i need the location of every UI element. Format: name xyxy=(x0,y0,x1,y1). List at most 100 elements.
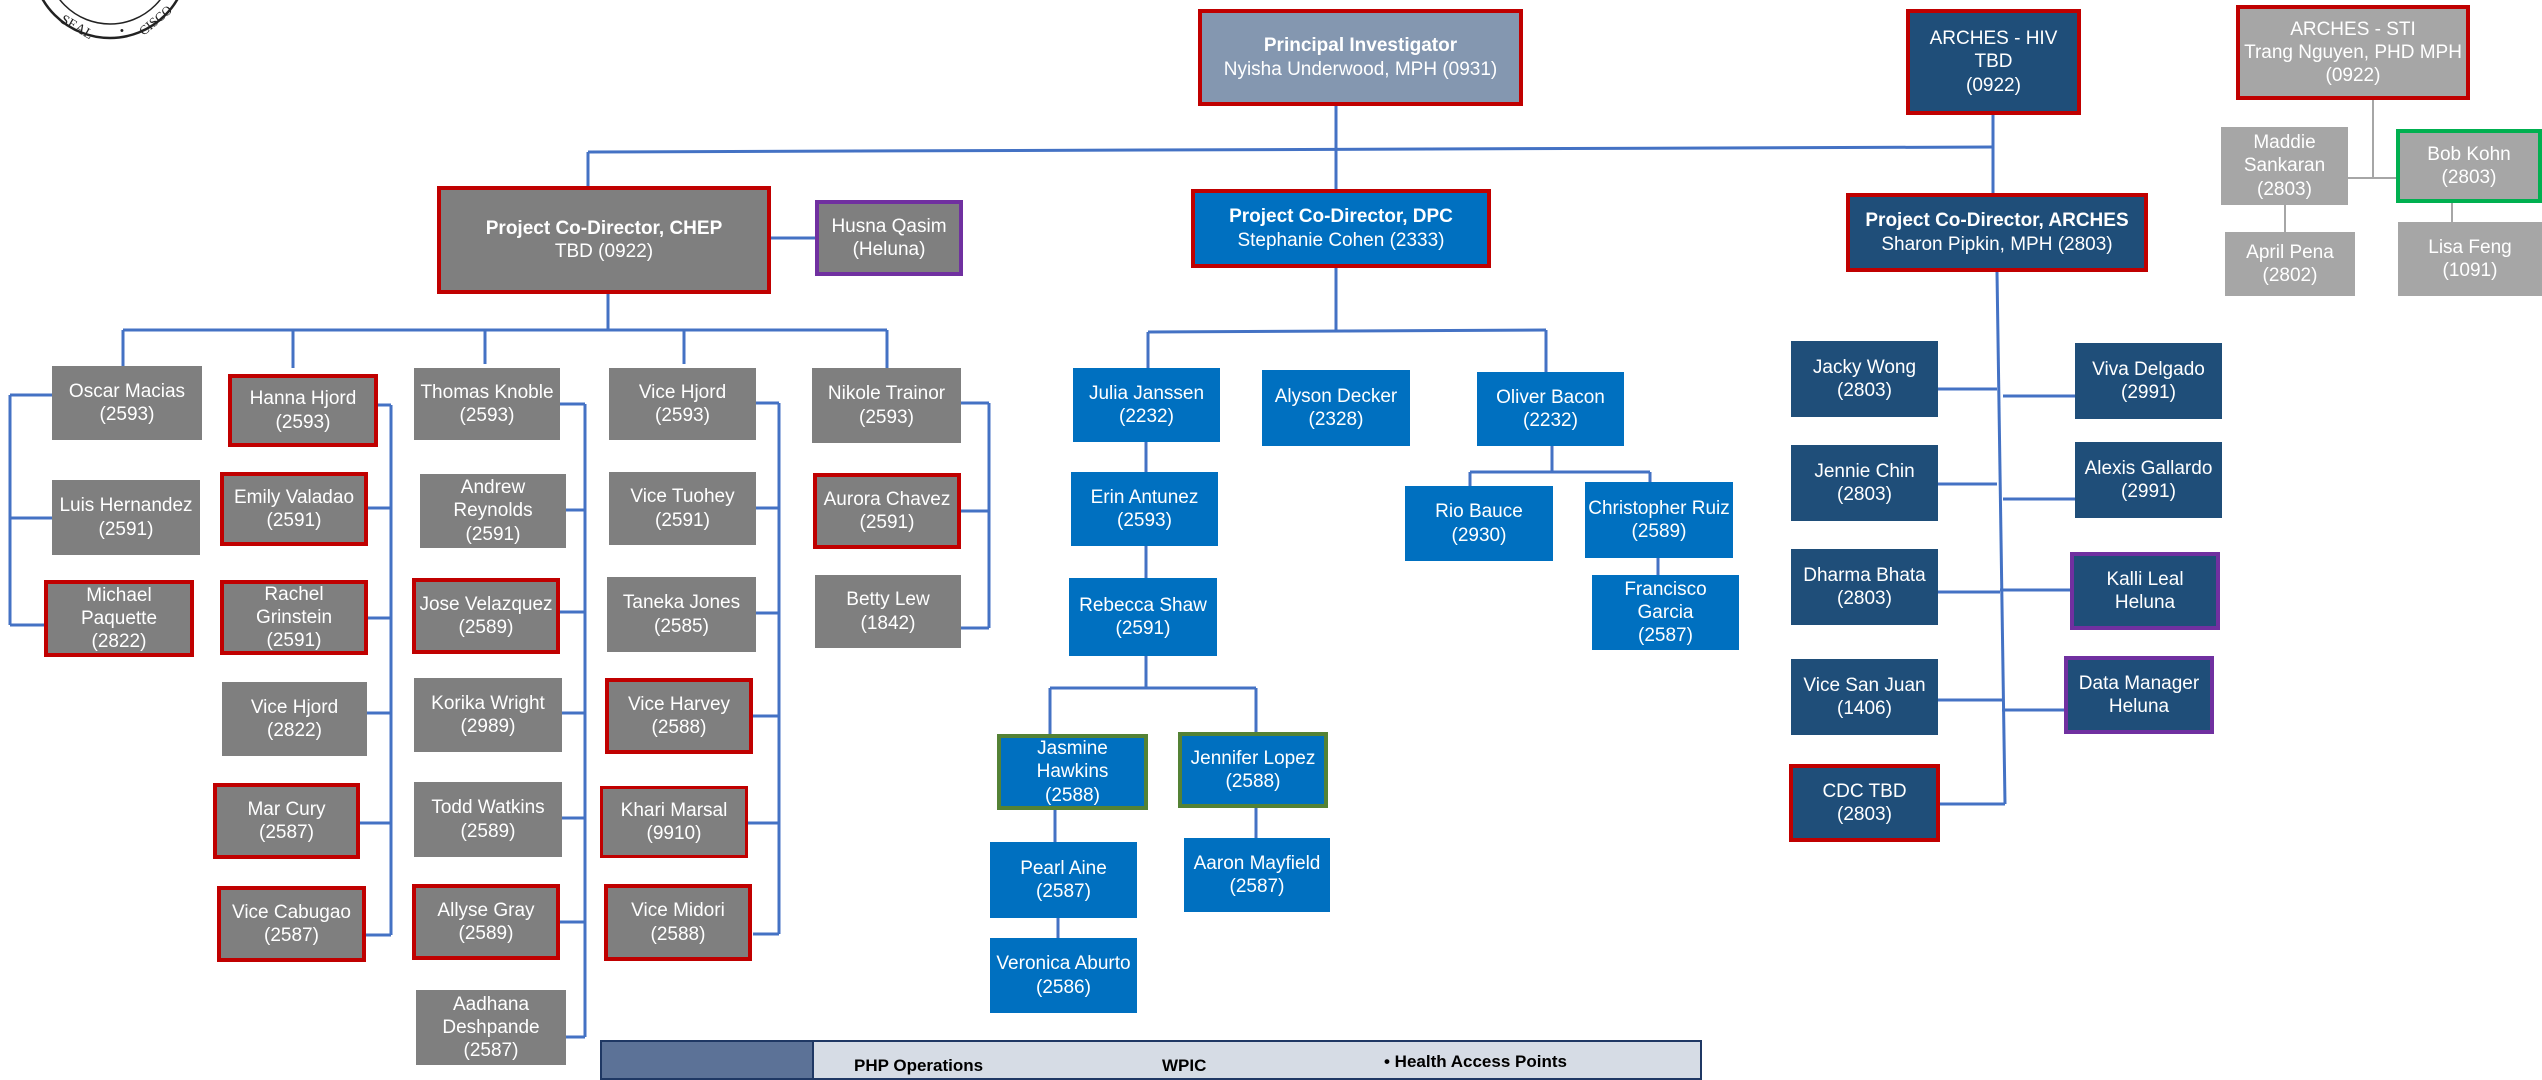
staff-line: Julia Janssen xyxy=(1088,382,1205,404)
co-director-chep-box[interactable]: Project Co-Director, CHEP TBD (0922) xyxy=(437,186,771,294)
staff-mar-cury[interactable]: Mar Cury (2587) xyxy=(213,783,360,859)
staff-vice-cabugao[interactable]: Vice Cabugao (2587) xyxy=(217,886,366,962)
staff-kalli-leal[interactable]: Kalli Leal Heluna xyxy=(2070,552,2220,630)
co-director-arches-box[interactable]: Project Co-Director, ARCHES Sharon Pipki… xyxy=(1846,193,2148,272)
arches-sti-l2: Trang Nguyen, PHD MPH xyxy=(2244,41,2462,63)
principal-investigator-box[interactable]: Principal Investigator Nyisha Underwood,… xyxy=(1198,9,1523,106)
staff-line: Heluna xyxy=(2114,592,2176,613)
staff-line: (2593) xyxy=(275,411,331,433)
staff-line: (Heluna) xyxy=(852,239,926,260)
staff-korika-wright[interactable]: Korika Wright (2989) xyxy=(414,678,562,752)
staff-dharma-bhata[interactable]: Dharma Bhata (2803) xyxy=(1791,549,1938,625)
staff-line: Bob Kohn xyxy=(2427,143,2511,165)
staff-alyson-decker[interactable]: Alyson Decker (2328) xyxy=(1262,370,1410,446)
staff-vice-harvey[interactable]: Vice Harvey (2588) xyxy=(605,678,753,754)
staff-line: Rachel Grinstein xyxy=(255,583,333,628)
staff-line: Pearl Aine xyxy=(1020,857,1107,879)
staff-line: Jose Velazquez xyxy=(419,593,553,615)
staff-vice-tuohey[interactable]: Vice Tuohey (2591) xyxy=(609,472,756,545)
staff-line: (2991) xyxy=(2121,481,2176,502)
staff-vice-midori[interactable]: Vice Midori (2588) xyxy=(604,884,752,961)
staff-line: Vice Harvey xyxy=(627,693,731,715)
staff-line: Taneka Jones xyxy=(622,592,741,614)
staff-line: Erin Antunez xyxy=(1090,486,1199,508)
staff-oliver-bacon[interactable]: Oliver Bacon (2232) xyxy=(1477,372,1624,446)
staff-line: (2589) xyxy=(458,617,514,638)
staff-april-pena[interactable]: April Pena (2802) xyxy=(2225,232,2355,296)
staff-vice-san-juan[interactable]: Vice San Juan (1406) xyxy=(1791,659,1938,735)
staff-khari-marsal[interactable]: Khari Marsal (9910) xyxy=(600,786,748,858)
staff-thomas-knoble[interactable]: Thomas Knoble (2593) xyxy=(414,368,560,440)
staff-lisa-feng[interactable]: Lisa Feng (1091) xyxy=(2398,222,2542,296)
staff-christopher-ruiz[interactable]: Christopher Ruiz (2589) xyxy=(1585,482,1733,558)
staff-line: Hanna Hjord xyxy=(249,388,357,410)
staff-andrew-reynolds[interactable]: Andrew Reynolds (2591) xyxy=(420,474,566,548)
staff-pearl-aine[interactable]: Pearl Aine (2587) xyxy=(990,842,1137,918)
co-director-dpc-box[interactable]: Project Co-Director, DPC Stephanie Cohen… xyxy=(1191,189,1491,268)
legend-wpic: WPIC xyxy=(1162,1056,1207,1075)
staff-data-manager[interactable]: Data Manager Heluna xyxy=(2064,656,2214,734)
staff-cdc-tbd[interactable]: CDC TBD (2803) xyxy=(1789,764,1940,842)
staff-jose-velazquez[interactable]: Jose Velazquez (2589) xyxy=(412,578,560,654)
staff-viva-delgado[interactable]: Viva Delgado (2991) xyxy=(2075,343,2222,419)
staff-line: Nikole Trainor xyxy=(827,383,946,405)
staff-alexis-gallardo[interactable]: Alexis Gallardo (2991) xyxy=(2075,442,2222,518)
staff-vice-hjord-2822[interactable]: Vice Hjord (2822) xyxy=(222,682,367,756)
staff-line: (2803) xyxy=(1837,588,1892,609)
staff-erin-antunez[interactable]: Erin Antunez (2593) xyxy=(1071,472,1218,546)
staff-line: (2587) xyxy=(1036,881,1091,902)
staff-rebecca-shaw[interactable]: Rebecca Shaw (2591) xyxy=(1069,578,1217,656)
staff-aaron-mayfield[interactable]: Aaron Mayfield (2587) xyxy=(1184,838,1330,912)
staff-betty-lew[interactable]: Betty Lew (1842) xyxy=(815,575,961,648)
legend-php-operations: PHP Operations xyxy=(854,1056,984,1075)
staff-line: (2589) xyxy=(1631,521,1687,542)
staff-line: (1842) xyxy=(860,612,916,634)
arches-hiv-l2: TBD xyxy=(1974,51,2013,73)
arches-sti-box[interactable]: ARCHES - STI Trang Nguyen, PHD MPH (0922… xyxy=(2236,5,2470,100)
staff-vice-hjord-2593[interactable]: Vice Hjord (2593) xyxy=(609,368,756,440)
staff-line: (2232) xyxy=(1119,406,1174,427)
staff-michael-paquette[interactable]: Michael Paquette (2822) xyxy=(44,580,194,657)
staff-line: (2587) xyxy=(259,822,314,843)
staff-veronica-aburto[interactable]: Veronica Aburto (2586) xyxy=(990,938,1137,1013)
staff-rachel-grinstein[interactable]: Rachel Grinstein (2591) xyxy=(220,580,368,655)
staff-line: Jennie Chin xyxy=(1814,460,1915,482)
staff-line: Husna Qasim xyxy=(831,215,947,237)
staff-line: (2991) xyxy=(2121,382,2176,403)
staff-rio-bauce[interactable]: Rio Bauce (2930) xyxy=(1405,486,1553,561)
svg-text:•: • xyxy=(120,25,124,37)
staff-line: Francisco Garcia xyxy=(1624,578,1707,623)
svg-text:CISCO: CISCO xyxy=(136,2,175,38)
staff-jennie-chin[interactable]: Jennie Chin (2803) xyxy=(1791,445,1938,521)
staff-oscar-macias[interactable]: Oscar Macias (2593) xyxy=(52,366,202,440)
staff-line: Heluna xyxy=(2108,696,2170,717)
staff-bob-kohn[interactable]: Bob Kohn (2803) xyxy=(2396,129,2542,203)
staff-jasmine-hawkins[interactable]: Jasmine Hawkins (2588) xyxy=(997,734,1148,810)
staff-husna-qasim[interactable]: Husna Qasim (Heluna) xyxy=(815,200,963,276)
staff-francisco-garcia[interactable]: Francisco Garcia (2587) xyxy=(1592,575,1739,650)
staff-line: (9910) xyxy=(646,823,702,844)
staff-aadhana-deshpande[interactable]: Aadhana Deshpande (2587) xyxy=(416,990,566,1065)
staff-maddie-sankaran[interactable]: Maddie Sankaran (2803) xyxy=(2221,127,2348,205)
staff-emily-valadao[interactable]: Emily Valadao (2591) xyxy=(220,472,368,546)
staff-luis-hernandez[interactable]: Luis Hernandez (2591) xyxy=(52,480,200,555)
staff-taneka-jones[interactable]: Taneka Jones (2585) xyxy=(607,577,756,652)
staff-line: (2822) xyxy=(267,720,322,741)
staff-line: Jasmine xyxy=(1037,738,1108,760)
staff-julia-janssen[interactable]: Julia Janssen (2232) xyxy=(1073,368,1220,442)
staff-hanna-hjord[interactable]: Hanna Hjord (2593) xyxy=(228,374,378,447)
staff-nikole-trainor[interactable]: Nikole Trainor (2593) xyxy=(812,368,961,443)
staff-line: Reynolds xyxy=(453,500,533,522)
chep-title: Project Co-Director, CHEP xyxy=(485,217,723,239)
staff-todd-watkins[interactable]: Todd Watkins (2589) xyxy=(414,782,562,857)
staff-allyse-gray[interactable]: Allyse Gray (2589) xyxy=(412,884,560,960)
staff-line: Hawkins xyxy=(1036,761,1109,783)
staff-line: Viva Delgado xyxy=(2092,358,2205,380)
staff-line: Kalli Leal xyxy=(2106,568,2184,590)
staff-jennifer-lopez[interactable]: Jennifer Lopez (2588) xyxy=(1178,732,1328,808)
staff-line: (2589) xyxy=(460,820,516,842)
staff-aurora-chavez[interactable]: Aurora Chavez (2591) xyxy=(813,473,961,549)
staff-jacky-wong[interactable]: Jacky Wong (2803) xyxy=(1791,341,1938,417)
arches-hiv-box[interactable]: ARCHES - HIV TBD (0922) xyxy=(1906,9,2081,115)
staff-line: Aaron Mayfield xyxy=(1193,852,1321,874)
